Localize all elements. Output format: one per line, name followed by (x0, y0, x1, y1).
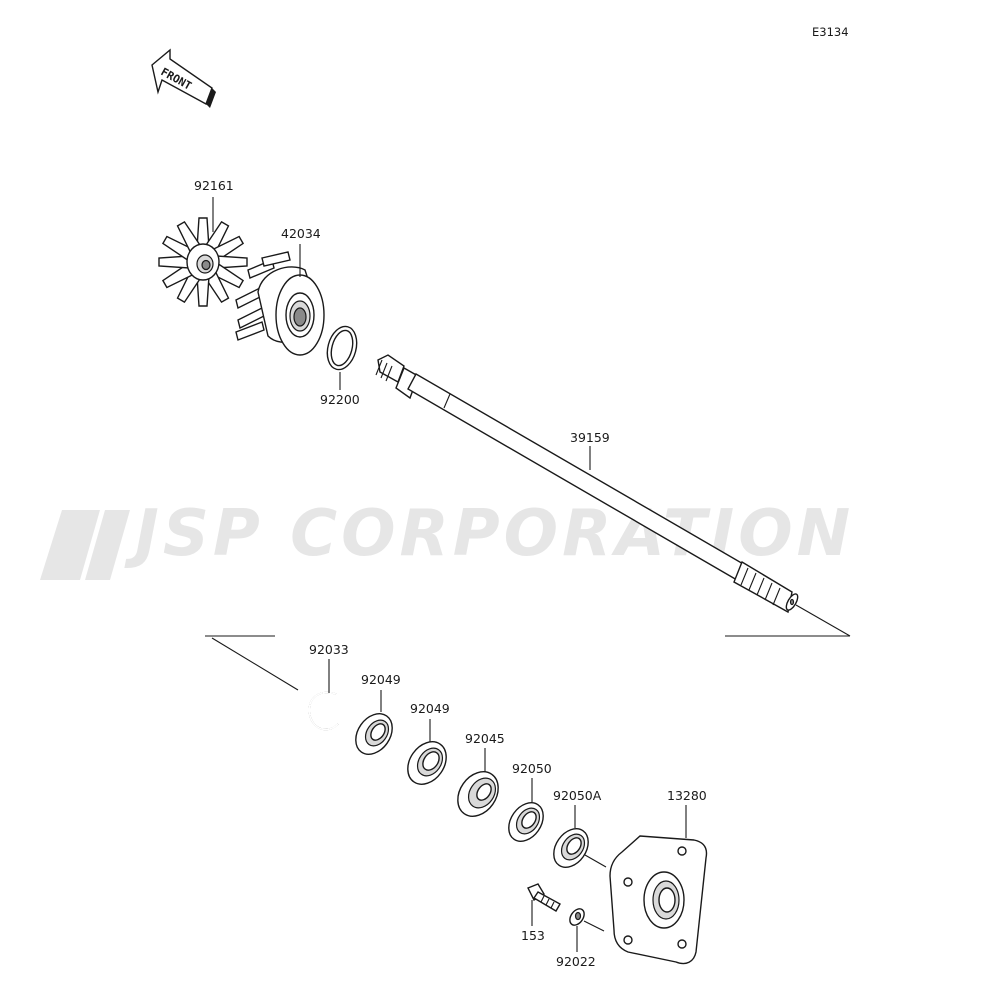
label-oil-seal-1: 92049 (361, 672, 401, 687)
oil-seal-3-drawing (508, 802, 544, 842)
diagram-id: E3134 (812, 25, 849, 39)
drive-shaft-drawing (375, 354, 799, 614)
watermark-text: JSP CORPORATION (124, 497, 854, 571)
ball-bearing-drawing (457, 771, 499, 817)
reference-lines (205, 604, 851, 691)
impeller-drawing (235, 251, 325, 356)
impeller-vane-drawing (158, 217, 248, 307)
label-impeller: 42034 (281, 226, 321, 241)
label-impeller-vane: 92161 (194, 178, 234, 193)
circlip-drawing (308, 691, 339, 731)
label-oil-seal-3: 92050 (512, 761, 552, 776)
label-washer: 92200 (320, 392, 360, 407)
bolt-drawing (527, 883, 561, 912)
oil-seal-2-drawing (407, 741, 447, 785)
label-circlip: 92033 (309, 642, 349, 657)
label-washer-small: 92022 (556, 954, 596, 969)
oil-seal-4-drawing (553, 828, 607, 868)
washer-drawing (326, 325, 358, 371)
label-oil-seal-2: 92049 (410, 701, 450, 716)
oil-seal-1-drawing (355, 713, 393, 755)
label-oil-seal-4: 92050A (553, 788, 602, 803)
label-drive-shaft: 39159 (570, 430, 610, 445)
bearing-housing-drawing (609, 835, 708, 965)
label-bolt: 153 (521, 928, 545, 943)
label-bearing-housing: 13280 (667, 788, 707, 803)
watermark-logo-icon (40, 510, 130, 580)
label-ball-bearing: 92045 (465, 731, 505, 746)
leader-lines (212, 197, 687, 952)
part-labels: 92161 42034 92200 39159 92033 92049 9204… (194, 178, 707, 969)
front-arrow-icon: FRONT (151, 48, 216, 108)
washer-small-drawing (569, 908, 605, 932)
